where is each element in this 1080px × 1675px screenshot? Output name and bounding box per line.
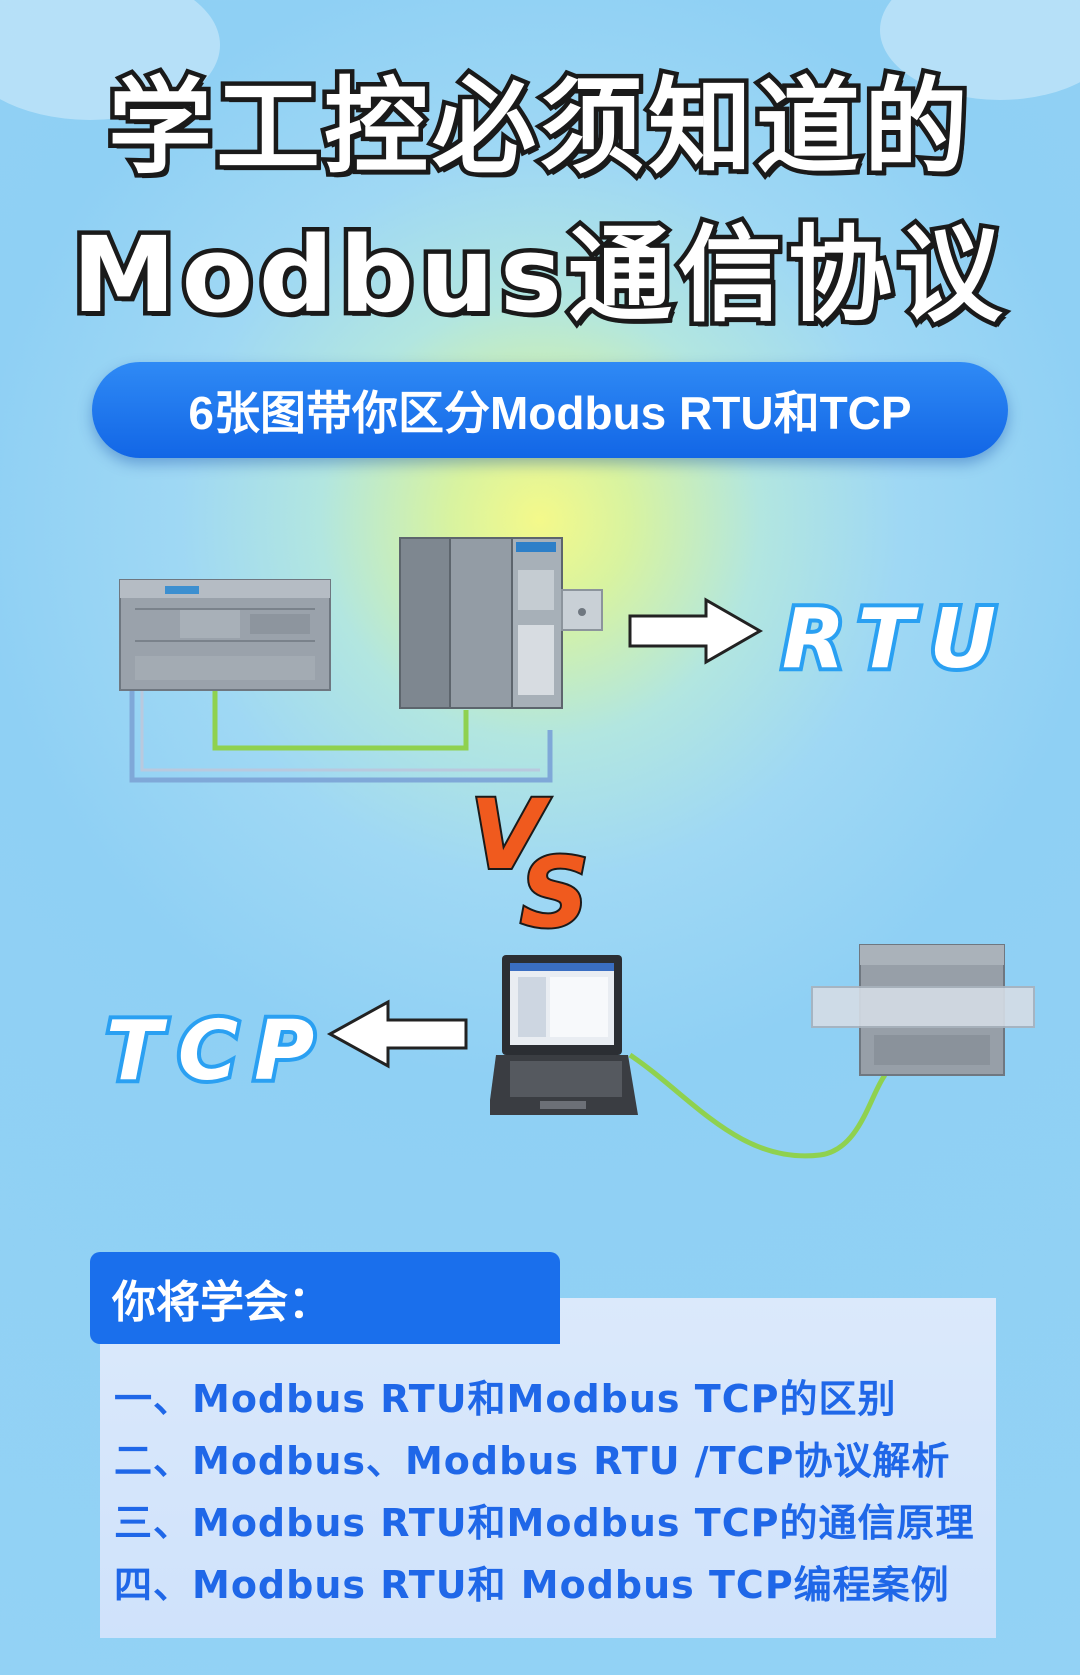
learn-heading-tab: 你将学会： — [90, 1252, 560, 1344]
learn-item: 四、Modbus RTU和 Modbus TCP编程案例 — [114, 1563, 950, 1607]
plc-device-icon — [811, 944, 1035, 1076]
arrow-left-icon — [326, 999, 468, 1069]
vs-letter-v: V — [470, 790, 551, 891]
cable-blue-2 — [140, 680, 540, 772]
tcp-label: TCP — [102, 1000, 331, 1103]
learn-item: 二、Modbus、Modbus RTU /TCP协议解析 — [114, 1439, 951, 1483]
laptop-icon — [490, 955, 638, 1115]
rtu-label: RTU — [778, 588, 1012, 691]
vs-letter-s: S — [520, 837, 589, 940]
title-line-1: 学工控必须知道的 — [103, 62, 972, 193]
learn-item: 三、Modbus RTU和Modbus TCP的通信原理 — [114, 1501, 975, 1545]
plc-s7-1200-icon — [119, 579, 331, 691]
learn-item: 一、Modbus RTU和Modbus TCP的区别 — [114, 1377, 897, 1421]
vs-logo: V S — [470, 790, 591, 940]
cable-blue — [129, 680, 553, 783]
learn-heading: 你将学会： — [112, 1277, 332, 1328]
arrow-right-icon — [628, 597, 764, 665]
rtu-hardware-illustration — [119, 537, 603, 783]
learn-list-box: 一、Modbus RTU和Modbus TCP的区别 二、Modbus、Modb… — [100, 1298, 996, 1638]
tcp-hardware-illustration — [490, 944, 1035, 1159]
vs-letters: V S — [470, 790, 591, 940]
subtitle-pill: 6张图带你区分Modbus RTU和TCP — [92, 362, 1008, 458]
cable-green — [212, 680, 469, 751]
plc-s7-300-icon — [399, 537, 603, 709]
cable-green — [628, 1052, 888, 1159]
title-line-2: Modbus通信协议 — [68, 210, 1008, 341]
subtitle-text: 6张图带你区分Modbus RTU和TCP — [188, 387, 912, 439]
